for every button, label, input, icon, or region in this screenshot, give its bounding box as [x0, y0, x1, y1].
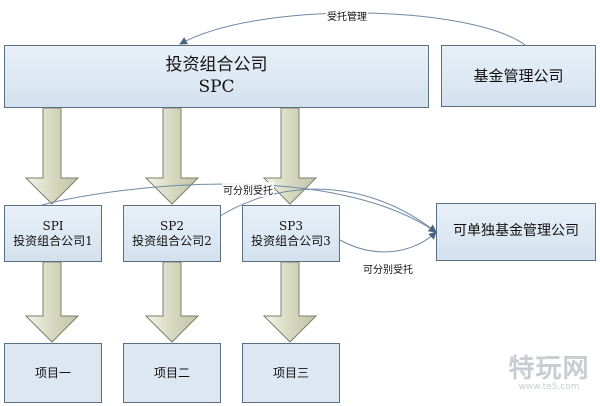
independent-fund-manager-label: 可单独基金管理公司: [453, 223, 579, 240]
watermark-logo: 特玩网 www.te5.com: [500, 348, 598, 404]
sp2-code: SP2: [160, 218, 184, 233]
project2-node: 项目二: [123, 343, 221, 403]
spc-subtitle: SPC: [198, 76, 235, 97]
sp1-code: SPI: [42, 218, 64, 233]
sp2-name: 投资组合公司2: [132, 233, 212, 248]
may-entrust-separately-label-1: 可分别受托: [222, 182, 274, 197]
fund-manager-node: 基金管理公司: [441, 45, 596, 107]
watermark-text: 特玩网: [508, 354, 590, 384]
project1-node: 项目一: [4, 343, 102, 403]
entrusted-management-label: 受托管理: [326, 8, 368, 23]
arrow-sp1-to-project1: [24, 261, 80, 343]
entrust-connector-sp3: [339, 231, 437, 253]
arrow-spc-to-sp3: [262, 107, 318, 205]
may-entrust-separately-label-2: 可分别受托: [362, 261, 414, 276]
arrow-spc-to-sp1: [24, 107, 80, 205]
arrow-sp3-to-project3: [262, 261, 318, 343]
sp3-code: SP3: [279, 218, 303, 233]
sp3-name: 投资组合公司3: [251, 233, 331, 248]
arrow-sp2-to-project2: [144, 261, 200, 343]
sp1-name: 投资组合公司1: [13, 233, 93, 248]
watermark-url: www.te5.com: [518, 382, 580, 392]
independent-fund-manager-node: 可单独基金管理公司: [436, 203, 596, 261]
arrow-spc-to-sp2: [144, 107, 200, 205]
spc-title: 投资组合公司: [165, 55, 268, 76]
fund-manager-label: 基金管理公司: [473, 66, 564, 85]
project1-label: 项目一: [34, 365, 71, 380]
project2-label: 项目二: [153, 365, 190, 380]
sp3-node: SP3 投资组合公司3: [242, 205, 340, 262]
sp2-node: SP2 投资组合公司2: [123, 205, 221, 262]
project3-node: 项目三: [242, 343, 340, 403]
sp1-node: SPI 投资组合公司1: [4, 205, 102, 262]
project3-label: 项目三: [272, 365, 309, 380]
spc-node: 投资组合公司 SPC: [4, 45, 429, 108]
